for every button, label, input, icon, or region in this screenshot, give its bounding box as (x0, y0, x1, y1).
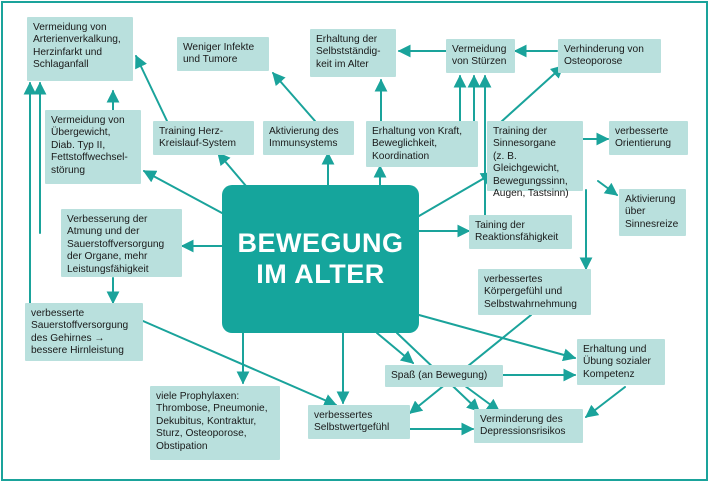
arrow-center-sozial (418, 314, 577, 362)
center-node-bewegung-im-alter: BEWEGUNG IM ALTER (222, 185, 419, 333)
arrow-center-sinnesorgane (418, 172, 495, 217)
node-stuerze: Vermeidung von Stürzen (446, 39, 515, 73)
arrow-koerper-selbstwert (408, 314, 532, 414)
arrow-herz-arterien (135, 54, 168, 122)
arrow-gehirn-selbstwert (142, 320, 338, 407)
node-herz: Training Herz- Kreislauf-System (153, 121, 254, 155)
node-reaktion: Taining der Reaktionsfähigkeit (469, 215, 572, 249)
node-orientierung: verbesserte Orientierung (609, 121, 688, 155)
node-atmung: Verbesserung der Atmung und der Sauersto… (61, 209, 182, 277)
arrow-sozial-depression (584, 386, 626, 418)
connector-layer (23, 44, 626, 436)
arrow-sinnesorgane-osteo (490, 65, 564, 132)
node-gehirn: verbesserte Sauerstoffversorgung des Geh… (25, 303, 143, 361)
node-prophylaxen: viele Prophylaxen: Thrombose, Pneumonie,… (150, 386, 280, 460)
node-kraft: Erhaltung von Kraft, Beweglichkeit, Koor… (366, 121, 478, 167)
arrow-center-spass (376, 332, 414, 364)
node-sinnesorgane: Training der Sinnesorgane (z. B. Gleichg… (487, 121, 583, 199)
arrow-spass-depression (460, 382, 501, 412)
arrow-sinnesorgane-sinnesreize (597, 180, 619, 196)
arrow-center-herz (217, 152, 247, 187)
node-uebergewicht: Vermeidung von Übergewicht, Diab. Typ II… (45, 110, 141, 184)
node-sozial: Erhaltung und Übung sozialer Kompetenz (577, 339, 665, 385)
node-koerper: verbessertes Körpergefühl und Selbstwahr… (478, 269, 591, 315)
node-selbst: Erhaltung der Selbstständig- keit im Alt… (310, 29, 396, 77)
node-spass: Spaß (an Bewegung) (385, 365, 503, 387)
node-sinnesreize: Aktivierung über Sinnesreize (619, 189, 686, 236)
node-osteo: Verhinderung von Osteoporose (558, 39, 661, 73)
node-depression: Verminderung des Depressionsrisikos (474, 409, 583, 443)
node-immun: Aktivierung des Immunsystems (263, 121, 354, 155)
arrow-center-uebergewicht (142, 170, 223, 214)
node-infekte: Weniger Infekte und Tumore (177, 37, 269, 71)
node-arterien: Vermeidung von Arterienverkalkung, Herzi… (27, 17, 133, 81)
arrow-immun-infekte (272, 72, 316, 122)
node-selbstwert: verbessertes Selbstwertgefühl (308, 405, 410, 439)
